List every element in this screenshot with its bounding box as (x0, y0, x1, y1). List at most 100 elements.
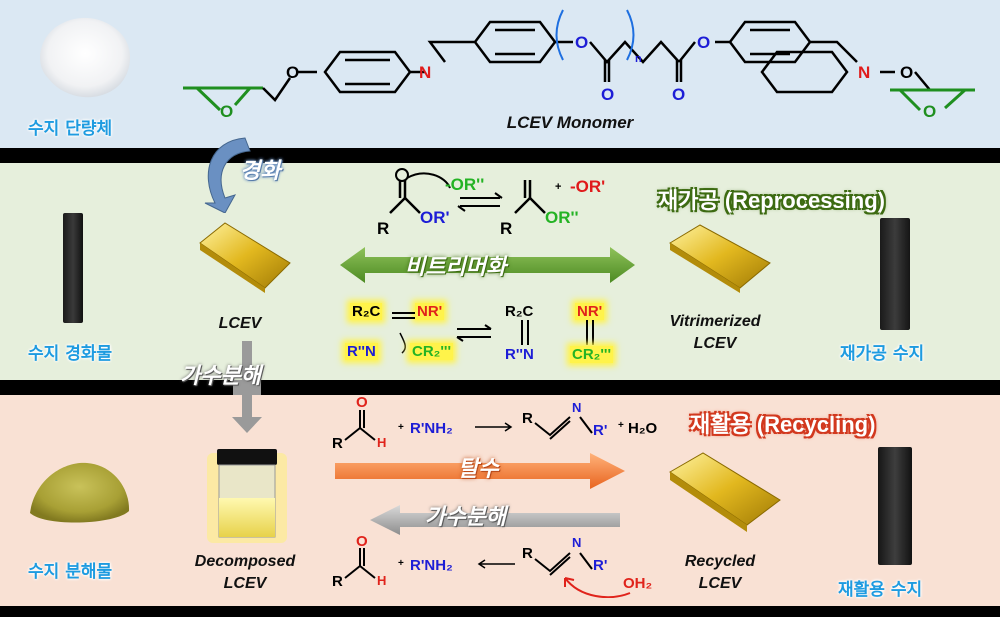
recycled-resin-bar (878, 447, 912, 565)
imine-r2n: R''N (345, 343, 378, 360)
lcev-gold-bar (199, 222, 291, 293)
ester-oxygen-left: O (575, 33, 588, 52)
carbonyl-oxygen-right: O (672, 85, 685, 104)
water-nucleophile: OH₂ (623, 575, 653, 592)
monomer-panel: 수지 단량체 O (0, 0, 1000, 148)
aldehyde-r-top: R (332, 435, 343, 452)
plus-top-1: + (398, 422, 404, 433)
alkoxide-or2: -OR'' (445, 175, 484, 194)
imine-r2n-b: R''N (505, 346, 534, 363)
reaction-arrow-top (475, 422, 513, 432)
hydrolysis-label-mid: 가수분해 (180, 364, 261, 389)
amine-bottom: R'NH₂ (410, 557, 453, 574)
amine-top: R'NH₂ (410, 420, 453, 437)
hydrolysis-arrowhead (232, 395, 262, 433)
cured-resin-bar (63, 213, 83, 323)
plus-bottom-1: + (398, 558, 404, 569)
imine-formation-reaction: O R H + R'NH₂ R N R' + H₂O (330, 394, 670, 452)
reaction-arrow-bottom (477, 559, 515, 569)
recycled-caption-1: Recycled (684, 553, 756, 570)
ether-oxygen-left: O (286, 63, 299, 82)
methylene-count: n (635, 53, 642, 65)
equilibrium-arrows (456, 324, 492, 342)
imine-r2c: R₂C (350, 303, 383, 320)
imine-nr1-b: NR' (575, 303, 605, 320)
imine-bonds-bottom (534, 552, 593, 576)
imine-r2c-b: R₂C (505, 303, 534, 320)
imine-r1-top: R' (593, 422, 608, 439)
imine-n-bottom: N (572, 535, 582, 550)
alkoxide-or1: -OR' (570, 177, 605, 196)
reprocessing-panel: 수지 경화물 LCEV 경화 R OR' -OR'' + -OR' R OR''… (0, 137, 1000, 381)
imine-n-top: N (572, 400, 582, 415)
imine-nitrogen-left: N (419, 63, 431, 82)
vitrimerization-arrow (340, 247, 635, 283)
ether-oxygen-right: O (900, 63, 913, 82)
aldehyde-o-bottom: O (356, 533, 368, 550)
ester-or2-right: OR'' (545, 208, 579, 227)
transesterification-scheme: R OR' -OR'' + -OR' R OR'' (377, 168, 605, 238)
imine-hydrolysis-reaction: O R H + R'NH₂ R N R' OH₂ (330, 533, 670, 598)
imine-r-top: R (522, 410, 533, 427)
imine-nr1: NR' (415, 303, 445, 320)
vitrimerized-caption-1: Vitrimerized (669, 313, 761, 330)
recycled-gold-bar (669, 452, 781, 532)
epoxide-oxygen-right: O (923, 102, 936, 120)
aldehyde-h-top: H (377, 435, 387, 450)
recycled-caption-2: LCEV (698, 575, 742, 592)
imine-cr2: CR₂''' (410, 343, 454, 360)
aldehyde-r-bottom: R (332, 573, 343, 590)
reprocessed-resin-label: 재가공 수지 (840, 344, 925, 364)
reprocessed-resin-bar (880, 218, 910, 330)
imine-cr2-b: CR₂''' (570, 346, 614, 363)
aldehyde-h-bottom: H (377, 573, 387, 588)
reprocessing-title: 재가공 (Reprocessing) (658, 188, 885, 213)
cure-label: 경화 (240, 159, 281, 184)
epoxide-oxygen-left: O (220, 102, 233, 120)
cure-arrow (204, 137, 251, 213)
imine-exchange-scheme: R₂C NR' R''N CR₂''' R₂C R''N NR' CR₂''' (340, 288, 640, 378)
hydrolysis-label-bottom: 가수분해 (425, 505, 506, 530)
decomposed-label: 수지 분해물 (28, 562, 113, 582)
vitrimerized-caption-2: LCEV (693, 335, 737, 352)
decomposed-caption-2: LCEV (223, 575, 267, 592)
plus-sign: + (555, 181, 561, 193)
recycling-title: 재활용 (Recycling) (690, 412, 876, 437)
ester-or1-left: OR' (420, 208, 450, 227)
recycling-panel: 수지 분해물 Decomposed LCEV O R H + R'NH₂ R N… (0, 394, 1000, 606)
imine-r1-bottom: R' (593, 557, 608, 574)
dehydration-arrow (335, 453, 625, 489)
dehydration-label: 탈수 (458, 457, 499, 482)
imine-bonds-top (534, 416, 593, 440)
aldehyde-top (344, 410, 376, 441)
monomer-caption: LCEV Monomer (506, 113, 634, 132)
decomposed-caption-1: Decomposed (194, 553, 296, 570)
hydrolysis-arrow-shaft (233, 380, 261, 395)
vitrimerized-gold-bar (669, 224, 771, 293)
imine-nitrogen-right: N (858, 63, 870, 82)
decomposed-powder-image (30, 462, 130, 523)
hydrolysis-down-arrow-top (242, 341, 252, 381)
monomer-structure: O (183, 9, 975, 120)
double-bond-c (586, 320, 594, 345)
double-bond-b (521, 320, 529, 345)
ester-oxygen-right: O (697, 33, 710, 52)
hydrolysis-left-arrow (370, 505, 620, 535)
plus-top-2: + (618, 420, 624, 431)
vitrimerization-label: 비트리머화 (405, 255, 507, 280)
lcev-caption: LCEV (218, 315, 262, 332)
recycled-resin-label: 재활용 수지 (838, 580, 923, 600)
ester-r-right: R (500, 219, 512, 238)
carbonyl-oxygen-left: O (601, 85, 614, 104)
aldehyde-o-top: O (356, 394, 368, 411)
ester-r-left: R (377, 219, 389, 238)
aldehyde-bottom (344, 548, 376, 579)
exchange-bonds (392, 312, 415, 354)
cured-resin-label: 수지 경화물 (28, 344, 113, 364)
imine-r-bottom: R (522, 545, 533, 562)
water-top: H₂O (628, 420, 658, 437)
monomer-label: 수지 단량체 (28, 119, 113, 139)
attack-arrow (564, 577, 631, 598)
decomposed-jar-image (207, 449, 287, 543)
white-powder-image (40, 17, 131, 98)
